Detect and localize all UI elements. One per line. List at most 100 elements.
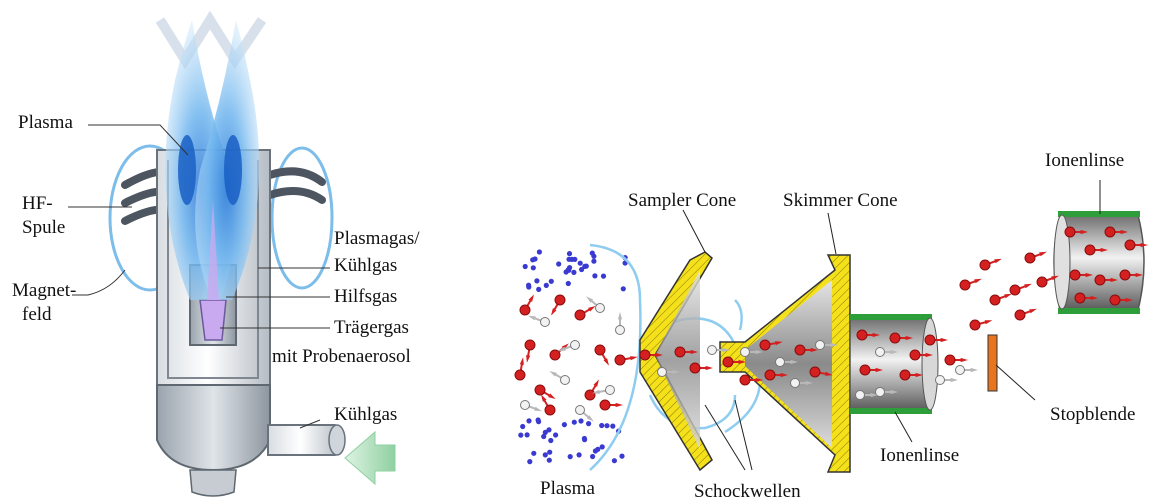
- neutral-dot: [523, 264, 528, 269]
- neutral-dot: [549, 279, 554, 284]
- neutral-dot: [569, 257, 574, 262]
- neutral-dot: [601, 274, 606, 279]
- neutral-dot: [525, 432, 530, 437]
- neutral-dot: [586, 421, 591, 426]
- neutral-dot: [537, 249, 542, 254]
- label-sampler-cone: Sampler Cone: [628, 190, 736, 212]
- ion-particle: [515, 357, 525, 380]
- neutral-dot: [532, 256, 537, 261]
- neutral-particle: [616, 312, 625, 335]
- neutral-dot: [566, 281, 571, 286]
- neutral-dot: [520, 424, 525, 429]
- ion-particle: [990, 294, 1012, 305]
- sampler-cone: [640, 252, 712, 470]
- ion-lens-2: [1054, 211, 1144, 314]
- neutral-dot: [571, 270, 576, 275]
- neutral-dot: [544, 283, 549, 288]
- torch-top-glow: [160, 20, 262, 60]
- label-magnetfeld-1: Magnet-: [12, 280, 76, 302]
- ion-particle: [945, 355, 968, 365]
- ion-particle: [980, 259, 1002, 270]
- label-plasmagas-2: Kühlgas: [334, 255, 397, 277]
- label-traegergas-2: mit Probenaerosol: [272, 346, 411, 368]
- neutral-dot: [556, 261, 561, 266]
- label-magnetfeld-2: feld: [22, 304, 52, 326]
- ms-interface: [515, 180, 1148, 472]
- ion-lens-1: [850, 314, 938, 414]
- neutral-dot: [591, 259, 596, 264]
- label-hf-spule-2: Spule: [22, 217, 65, 239]
- neutral-dot: [567, 251, 572, 256]
- ion-particle: [1025, 252, 1047, 263]
- label-stopblende: Stopblende: [1050, 404, 1136, 426]
- ion-particle: [600, 400, 623, 410]
- neutral-dot: [553, 432, 558, 437]
- neutral-dot: [531, 451, 536, 456]
- neutral-dot: [612, 458, 617, 463]
- label-ionenlinse-bottom: Ionenlinse: [880, 445, 959, 467]
- torch-base: [157, 385, 270, 470]
- label-plasmagas-1: Plasmagas/: [334, 228, 420, 250]
- plasma-neutral-particles: [518, 249, 628, 464]
- neutral-dot: [599, 423, 604, 428]
- neutral-dot: [536, 417, 541, 422]
- neutral-particle: [521, 401, 542, 412]
- neutral-dot: [531, 265, 536, 270]
- neutral-dot: [526, 284, 531, 289]
- stop-aperture: [988, 335, 997, 391]
- neutral-dot: [534, 278, 539, 283]
- ion-particle: [690, 363, 713, 373]
- neutral-dot: [577, 452, 582, 457]
- neutral-dot: [567, 265, 572, 270]
- neutral-dot: [590, 454, 595, 459]
- neutral-dot: [582, 437, 587, 442]
- label-kuehlgas: Kühlgas: [334, 404, 397, 426]
- label-plasma-torch: Plasma: [18, 112, 73, 134]
- neutral-dot: [526, 418, 531, 423]
- neutral-dot: [600, 444, 605, 449]
- neutral-dot: [621, 286, 626, 291]
- neutral-particle: [558, 341, 579, 352]
- kuehlgas-arrow-icon: [345, 432, 395, 484]
- ion-particle: [550, 343, 569, 360]
- ion-particle: [551, 295, 565, 316]
- neutral-dot: [591, 254, 596, 259]
- ion-particle: [525, 340, 535, 363]
- label-plasma-interface: Plasma: [540, 478, 595, 500]
- neutral-dot: [562, 422, 567, 427]
- neutral-dot: [592, 273, 597, 278]
- ion-particle: [520, 294, 534, 315]
- ion-particle: [1015, 309, 1037, 320]
- ion-particle: [535, 385, 556, 399]
- neutral-dot: [536, 287, 541, 292]
- neutral-dot: [548, 438, 553, 443]
- ion-particle: [585, 379, 599, 400]
- neutral-dot: [578, 418, 583, 423]
- neutral-dot: [547, 450, 552, 455]
- ion-particle: [595, 345, 609, 366]
- neutral-dot: [578, 261, 583, 266]
- label-schockwellen: Schockwellen: [694, 481, 801, 503]
- neutral-particle: [576, 406, 594, 422]
- label-ionenlinse-top: Ionenlinse: [1045, 150, 1124, 172]
- ion-particle: [575, 306, 596, 320]
- injector-tube: [200, 300, 226, 340]
- neutral-dot: [543, 452, 548, 457]
- label-traegergas-1: Trägergas: [334, 317, 409, 339]
- ion-particle: [970, 320, 992, 330]
- ion-particle: [1010, 284, 1032, 295]
- neutral-dot: [619, 454, 624, 459]
- ion-particle: [960, 279, 982, 290]
- label-hf-spule-1: HF-: [22, 193, 53, 215]
- ion-particle: [615, 355, 638, 365]
- neutral-dot: [527, 459, 532, 464]
- neutral-dot: [610, 424, 615, 429]
- neutral-dot: [584, 264, 589, 269]
- label-skimmer-cone: Skimmer Cone: [783, 190, 898, 212]
- neutral-dot: [595, 447, 600, 452]
- neutral-particle: [528, 316, 549, 327]
- neutral-dot: [604, 423, 609, 428]
- neutral-dot: [518, 433, 523, 438]
- neutral-dot: [568, 454, 573, 459]
- neutral-particle: [936, 376, 959, 385]
